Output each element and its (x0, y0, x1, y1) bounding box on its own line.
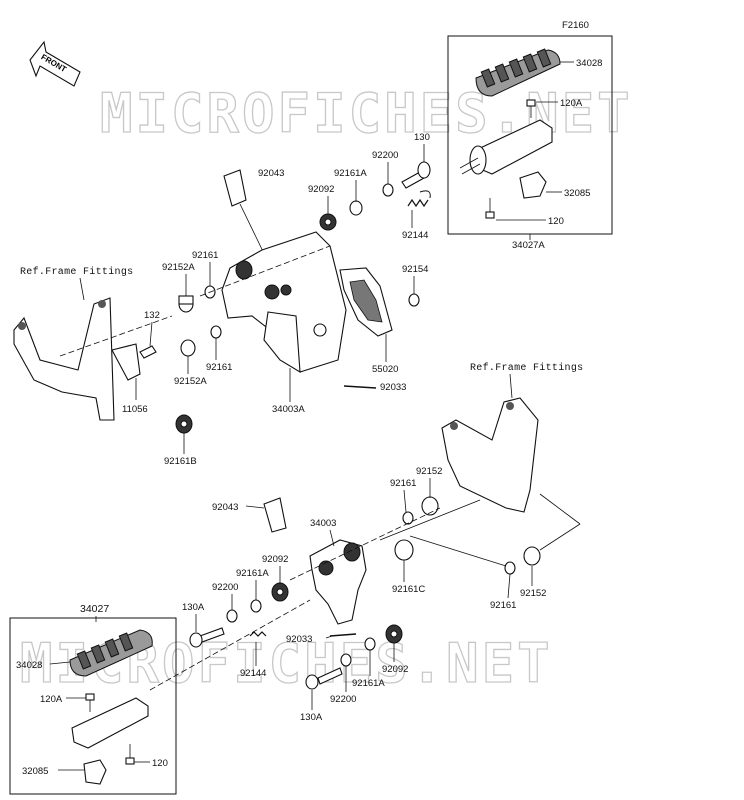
bolt-icon (526, 99, 536, 118)
bolt-icon (85, 693, 95, 712)
label-92161B: 92161B (164, 456, 197, 467)
bolt-icon (305, 667, 343, 690)
bushing-icon (385, 624, 403, 644)
spring-icon (407, 198, 429, 208)
peg-slider-icon (83, 759, 107, 785)
label-34003A: 34003A (272, 404, 305, 415)
washer-icon (210, 325, 222, 339)
washer-icon (340, 653, 352, 667)
label-55020: 55020 (372, 364, 398, 375)
washer-icon (504, 561, 516, 575)
label-34028-top: 34028 (576, 58, 602, 69)
frame-fitting-right-icon (441, 397, 539, 513)
label-34027: 34027 (80, 603, 109, 615)
label-92152-r2: 92152 (520, 588, 546, 599)
washer-icon (364, 637, 376, 651)
label-34003: 34003 (310, 518, 336, 529)
footpeg-body-icon (71, 697, 149, 749)
bushing-icon (180, 339, 196, 357)
step-bracket-icon (309, 539, 367, 625)
footpeg-rubber-icon (475, 48, 561, 97)
heel-guard-icon (339, 267, 393, 337)
label-132: 132 (144, 310, 160, 321)
footpeg-assembly-box-bottom (9, 617, 177, 795)
bushing-icon (421, 496, 439, 516)
cotter-pin-icon (329, 633, 357, 637)
frame-fitting-left-icon (13, 297, 115, 421)
label-34027A: 34027A (512, 240, 545, 251)
label-34028-bot: 34028 (16, 660, 42, 671)
cotter-pin-icon (343, 385, 377, 389)
label-32085-bot: 32085 (22, 766, 48, 777)
footpeg-rubber-icon (69, 629, 153, 677)
label-92033-bot: 92033 (286, 634, 312, 645)
bolt-icon (189, 627, 225, 648)
label-92043-top: 92043 (258, 168, 284, 179)
washer-icon (402, 511, 414, 525)
step-bracket-icon (221, 231, 347, 374)
bolt-icon (408, 293, 420, 307)
label-92161-b: 92161 (206, 362, 232, 373)
label-130A-bot2: 130A (300, 712, 323, 723)
bolt-icon (139, 345, 157, 359)
footpeg-body-icon (459, 119, 553, 175)
peg-slider-icon (519, 171, 547, 199)
label-92200-top: 92200 (372, 150, 398, 161)
washer-icon (382, 183, 394, 197)
label-130-top: 130 (414, 132, 430, 143)
label-92161A-top: 92161A (334, 168, 367, 179)
ref-frame-left: Ref.Frame Fittings (20, 266, 133, 278)
label-92033-top: 92033 (380, 382, 406, 393)
label-92200-bot: 92200 (212, 582, 238, 593)
diagram-code: F2160 (562, 20, 589, 31)
bushing-icon (271, 582, 289, 602)
label-92152A-b: 92152A (174, 376, 207, 387)
small-bracket-icon (111, 343, 141, 381)
label-92161C: 92161C (392, 584, 425, 595)
bolt-icon (485, 198, 495, 219)
bushing-icon (178, 295, 194, 313)
bushing-icon (175, 414, 193, 434)
label-120-bot: 120 (152, 758, 168, 769)
label-92200-bot2: 92200 (330, 694, 356, 705)
label-120A-top: 120A (560, 98, 583, 109)
washer-icon (349, 200, 363, 216)
bolt-icon (125, 744, 135, 765)
bolt-icon (401, 161, 431, 189)
label-92154: 92154 (402, 264, 428, 275)
ref-frame-right: Ref.Frame Fittings (470, 362, 583, 374)
label-92092-bot2: 92092 (382, 664, 408, 675)
label-32085-top: 32085 (564, 188, 590, 199)
label-92161-r1: 92161 (390, 478, 416, 489)
label-92161A-bot: 92161A (236, 568, 269, 579)
washer-icon (226, 609, 238, 623)
bushing-icon (394, 539, 414, 561)
label-130A-bot: 130A (182, 602, 205, 613)
bushing-icon (523, 546, 541, 566)
label-120-top: 120 (548, 216, 564, 227)
label-92152-r1: 92152 (416, 466, 442, 477)
front-arrow-icon: FRONT (29, 40, 81, 87)
spring-icon (249, 631, 267, 637)
label-92152A-a: 92152A (162, 262, 195, 273)
label-92161-r2: 92161 (490, 600, 516, 611)
label-120A-bot: 120A (40, 694, 63, 705)
washer-icon (250, 599, 262, 613)
label-92144-bot: 92144 (240, 668, 266, 679)
pin-icon (223, 169, 247, 207)
label-92144-top: 92144 (402, 230, 428, 241)
clip-icon (419, 190, 431, 199)
bushing-icon (319, 213, 337, 231)
watermark-top: MICROFICHES.NET (100, 82, 633, 145)
leader-lines (49, 61, 574, 771)
label-92161A-bot2: 92161A (352, 678, 385, 689)
label-11056: 11056 (122, 404, 148, 415)
pin-icon (263, 497, 287, 533)
label-92092-top: 92092 (308, 184, 334, 195)
label-92161-a: 92161 (192, 250, 218, 261)
label-92092-bot: 92092 (262, 554, 288, 565)
label-92043-bot: 92043 (212, 502, 238, 513)
